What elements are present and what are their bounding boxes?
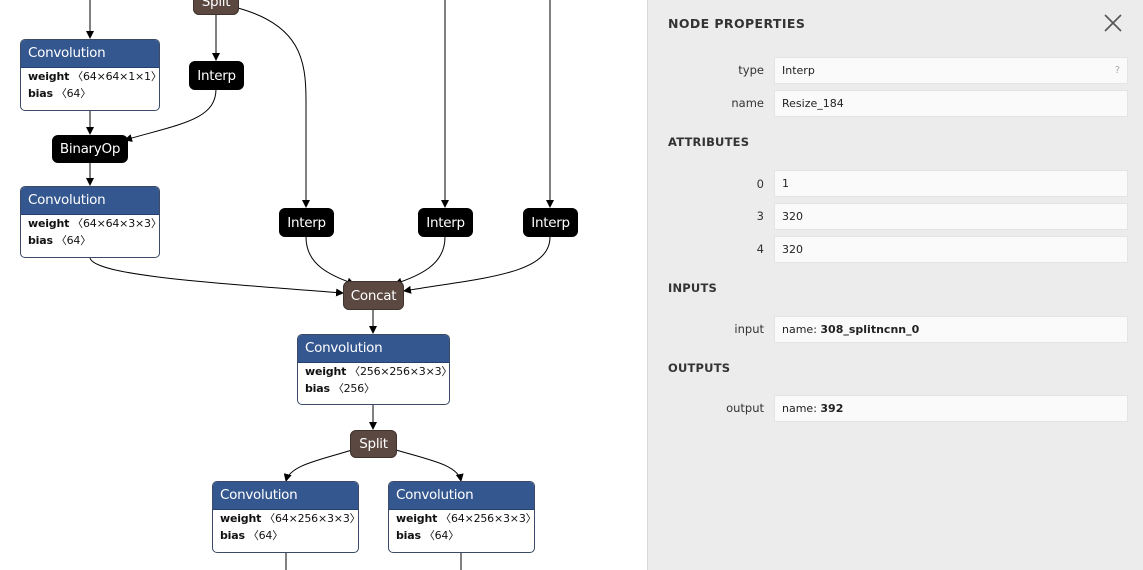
input-label: input bbox=[734, 322, 764, 336]
interp-node[interactable]: Interp bbox=[418, 208, 473, 237]
help-icon[interactable]: ? bbox=[1114, 65, 1120, 76]
attribute-label: 4 bbox=[756, 242, 764, 256]
attribute-field[interactable]: 320 bbox=[774, 203, 1128, 230]
name-label: name bbox=[731, 96, 764, 110]
input-field[interactable]: name: 308_splitncnn_0 bbox=[774, 316, 1128, 343]
binaryop-node[interactable]: BinaryOp bbox=[52, 135, 128, 163]
graph-edges bbox=[86, 0, 554, 570]
output-label: output bbox=[726, 401, 764, 415]
node-attr-bias: bias〈64〉 bbox=[220, 529, 284, 542]
convolution-node[interactable]: Convolution weight〈64×64×3×3〉 bias〈64〉 bbox=[20, 186, 160, 258]
edge bbox=[89, 257, 344, 297]
convolution-node[interactable]: Convolution weight〈64×64×1×1〉 bias〈64〉 bbox=[20, 39, 160, 111]
output-field[interactable]: name: 392 bbox=[774, 395, 1128, 422]
node-attr-bias: bias〈64〉 bbox=[396, 529, 460, 542]
node-label: Interp bbox=[426, 214, 465, 231]
convolution-node[interactable]: Convolution weight〈64×256×3×3〉 bias〈64〉 bbox=[388, 481, 535, 553]
node-label: BinaryOp bbox=[59, 141, 121, 157]
inputs-section-title: INPUTS bbox=[668, 281, 717, 295]
edge bbox=[394, 236, 446, 286]
attribute-value: 1 bbox=[782, 177, 789, 190]
node-attr-weight: weight〈64×256×3×3〉 bbox=[396, 512, 535, 525]
attribute-value: 320 bbox=[782, 210, 803, 223]
interp-node[interactable]: Interp bbox=[523, 208, 578, 237]
node-label: Split bbox=[201, 0, 231, 10]
node-label: Concat bbox=[350, 287, 397, 304]
node-title: Convolution bbox=[21, 40, 159, 68]
output-value: 392 bbox=[820, 402, 844, 415]
attribute-field[interactable]: 1 bbox=[774, 170, 1128, 197]
convolution-node[interactable]: Convolution weight〈256×256×3×3〉 bias〈256… bbox=[297, 334, 450, 405]
type-label: type bbox=[738, 63, 764, 77]
node-attr-weight: weight〈64×64×3×3〉 bbox=[28, 217, 160, 230]
node-title: Convolution bbox=[389, 482, 534, 510]
edge bbox=[283, 449, 353, 482]
node-properties-panel: NODE PROPERTIES type Interp ? name Resiz… bbox=[647, 0, 1143, 570]
node-attr-weight: weight〈64×64×1×1〉 bbox=[28, 70, 160, 83]
node-attr-bias: bias〈64〉 bbox=[28, 234, 92, 247]
panel-title: NODE PROPERTIES bbox=[668, 16, 806, 31]
attribute-field[interactable]: 320 bbox=[774, 236, 1128, 263]
attribute-label: 3 bbox=[756, 209, 764, 223]
type-value: Interp bbox=[782, 64, 815, 77]
node-label: Interp bbox=[287, 214, 326, 231]
split-node[interactable]: Split bbox=[193, 0, 239, 15]
attribute-label: 0 bbox=[756, 177, 764, 191]
graph-canvas[interactable]: Split Convolution weight〈64×64×1×1〉 bias… bbox=[0, 0, 648, 570]
output-prefix: name: bbox=[782, 402, 821, 415]
node-attr-weight: weight〈256×256×3×3〉 bbox=[305, 365, 450, 378]
edge bbox=[395, 449, 464, 482]
edge bbox=[403, 236, 551, 294]
input-prefix: name: bbox=[782, 323, 821, 336]
node-title: Convolution bbox=[21, 187, 159, 215]
node-attr-bias: bias〈256〉 bbox=[305, 382, 375, 395]
attributes-section-title: ATTRIBUTES bbox=[668, 135, 750, 149]
name-field[interactable]: Resize_184 bbox=[774, 90, 1128, 117]
node-label: Split bbox=[359, 436, 388, 452]
name-value: Resize_184 bbox=[782, 97, 844, 110]
edge bbox=[237, 7, 310, 208]
node-label: Interp bbox=[197, 67, 236, 84]
type-field[interactable]: Interp ? bbox=[774, 57, 1128, 84]
interp-node-selected[interactable]: Interp bbox=[189, 61, 244, 90]
attribute-value: 320 bbox=[782, 243, 803, 256]
input-value: 308_splitncnn_0 bbox=[820, 323, 920, 336]
split-node[interactable]: Split bbox=[350, 430, 397, 458]
node-title: Convolution bbox=[213, 482, 358, 510]
outputs-section-title: OUTPUTS bbox=[668, 361, 731, 375]
convolution-node[interactable]: Convolution weight〈64×256×3×3〉 bias〈64〉 bbox=[212, 481, 359, 553]
node-title: Convolution bbox=[298, 335, 449, 363]
concat-node[interactable]: Concat bbox=[343, 281, 404, 310]
node-attr-bias: bias〈64〉 bbox=[28, 87, 92, 100]
edge bbox=[124, 88, 217, 142]
node-attr-weight: weight〈64×256×3×3〉 bbox=[220, 512, 359, 525]
edge bbox=[305, 236, 355, 286]
interp-node[interactable]: Interp bbox=[279, 208, 334, 237]
close-icon[interactable] bbox=[1101, 11, 1125, 35]
node-label: Interp bbox=[531, 214, 570, 231]
